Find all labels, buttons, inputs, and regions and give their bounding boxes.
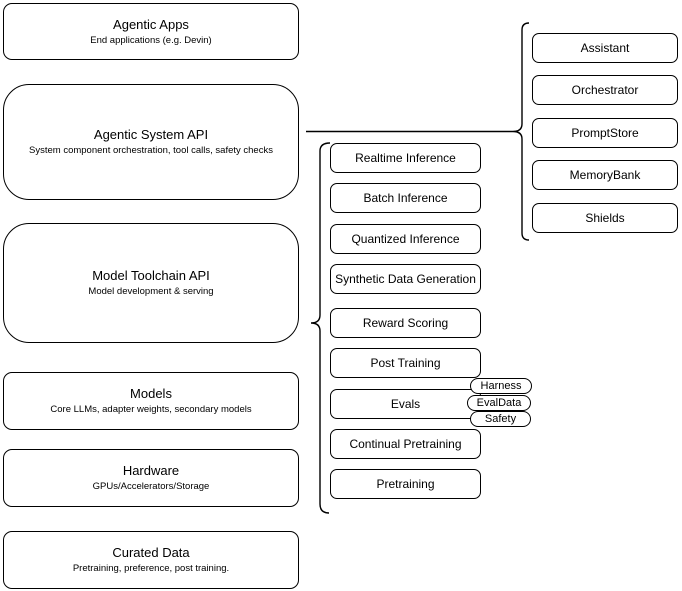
box-subtitle: Pretraining, preference, post training.: [72, 563, 230, 574]
brace-toolchain: [310, 142, 331, 514]
node-model-toolchain-api: Model Toolchain API Model development & …: [3, 223, 299, 343]
box-subtitle: End applications (e.g. Devin): [90, 34, 212, 46]
node-hardware: Hardware GPUs/Accelerators/Storage: [3, 449, 299, 507]
chip-label: Shields: [585, 211, 625, 225]
node-agentic-apps: Agentic Apps End applications (e.g. Devi…: [3, 3, 299, 60]
chip-label: Realtime Inference: [355, 151, 456, 165]
node-realtime-inference: Realtime Inference: [330, 143, 481, 173]
node-assistant: Assistant: [532, 33, 678, 63]
chip-label: Continual Pretraining: [349, 437, 462, 451]
node-post-training: Post Training: [330, 348, 481, 378]
pill-safety: Safety: [470, 411, 531, 427]
pill-evaldata: EvalData: [467, 395, 531, 411]
pill-label: EvalData: [476, 397, 522, 409]
chip-label: PromptStore: [571, 126, 639, 140]
node-reward-scoring: Reward Scoring: [330, 308, 481, 338]
node-synthetic-data-generation: Synthetic Data Generation: [330, 264, 481, 294]
box-subtitle: Model development & serving: [88, 286, 214, 297]
node-agentic-system-api: Agentic System API System component orch…: [3, 84, 299, 200]
pill-label: Safety: [484, 413, 517, 425]
chip-label: Evals: [390, 397, 421, 411]
box-subtitle: System component orchestration, tool cal…: [29, 145, 273, 156]
node-quantized-inference: Quantized Inference: [330, 224, 481, 254]
box-title: Agentic System API: [93, 127, 209, 142]
chip-label: Synthetic Data Generation: [335, 272, 476, 286]
box-title: Model Toolchain API: [92, 268, 210, 283]
node-continual-pretraining: Continual Pretraining: [330, 429, 481, 459]
box-title: Agentic Apps: [113, 16, 189, 32]
chip-label: MemoryBank: [569, 168, 641, 182]
node-pretraining: Pretraining: [330, 469, 481, 499]
pill-label: Harness: [480, 380, 522, 392]
node-memorybank: MemoryBank: [532, 160, 678, 190]
chip-label: Assistant: [580, 41, 630, 55]
node-shields: Shields: [532, 203, 678, 233]
pill-harness: Harness: [470, 378, 532, 394]
brace-components: [512, 22, 530, 241]
node-orchestrator: Orchestrator: [532, 75, 678, 105]
box-title: Models: [130, 386, 172, 401]
chip-label: Pretraining: [376, 477, 435, 491]
node-batch-inference: Batch Inference: [330, 183, 481, 213]
node-promptstore: PromptStore: [532, 118, 678, 148]
chip-label: Post Training: [370, 356, 441, 370]
node-models: Models Core LLMs, adapter weights, secon…: [3, 372, 299, 430]
chip-label: Reward Scoring: [362, 316, 449, 330]
box-title: Hardware: [122, 463, 180, 478]
chip-label: Orchestrator: [571, 83, 639, 97]
chip-label: Quantized Inference: [351, 232, 460, 246]
chip-label: Batch Inference: [363, 191, 448, 205]
box-subtitle: GPUs/Accelerators/Storage: [92, 481, 210, 492]
box-subtitle: Core LLMs, adapter weights, secondary mo…: [50, 404, 252, 415]
node-evals: Evals: [330, 389, 481, 419]
node-curated-data: Curated Data Pretraining, preference, po…: [3, 531, 299, 589]
box-title: Curated Data: [112, 545, 190, 560]
